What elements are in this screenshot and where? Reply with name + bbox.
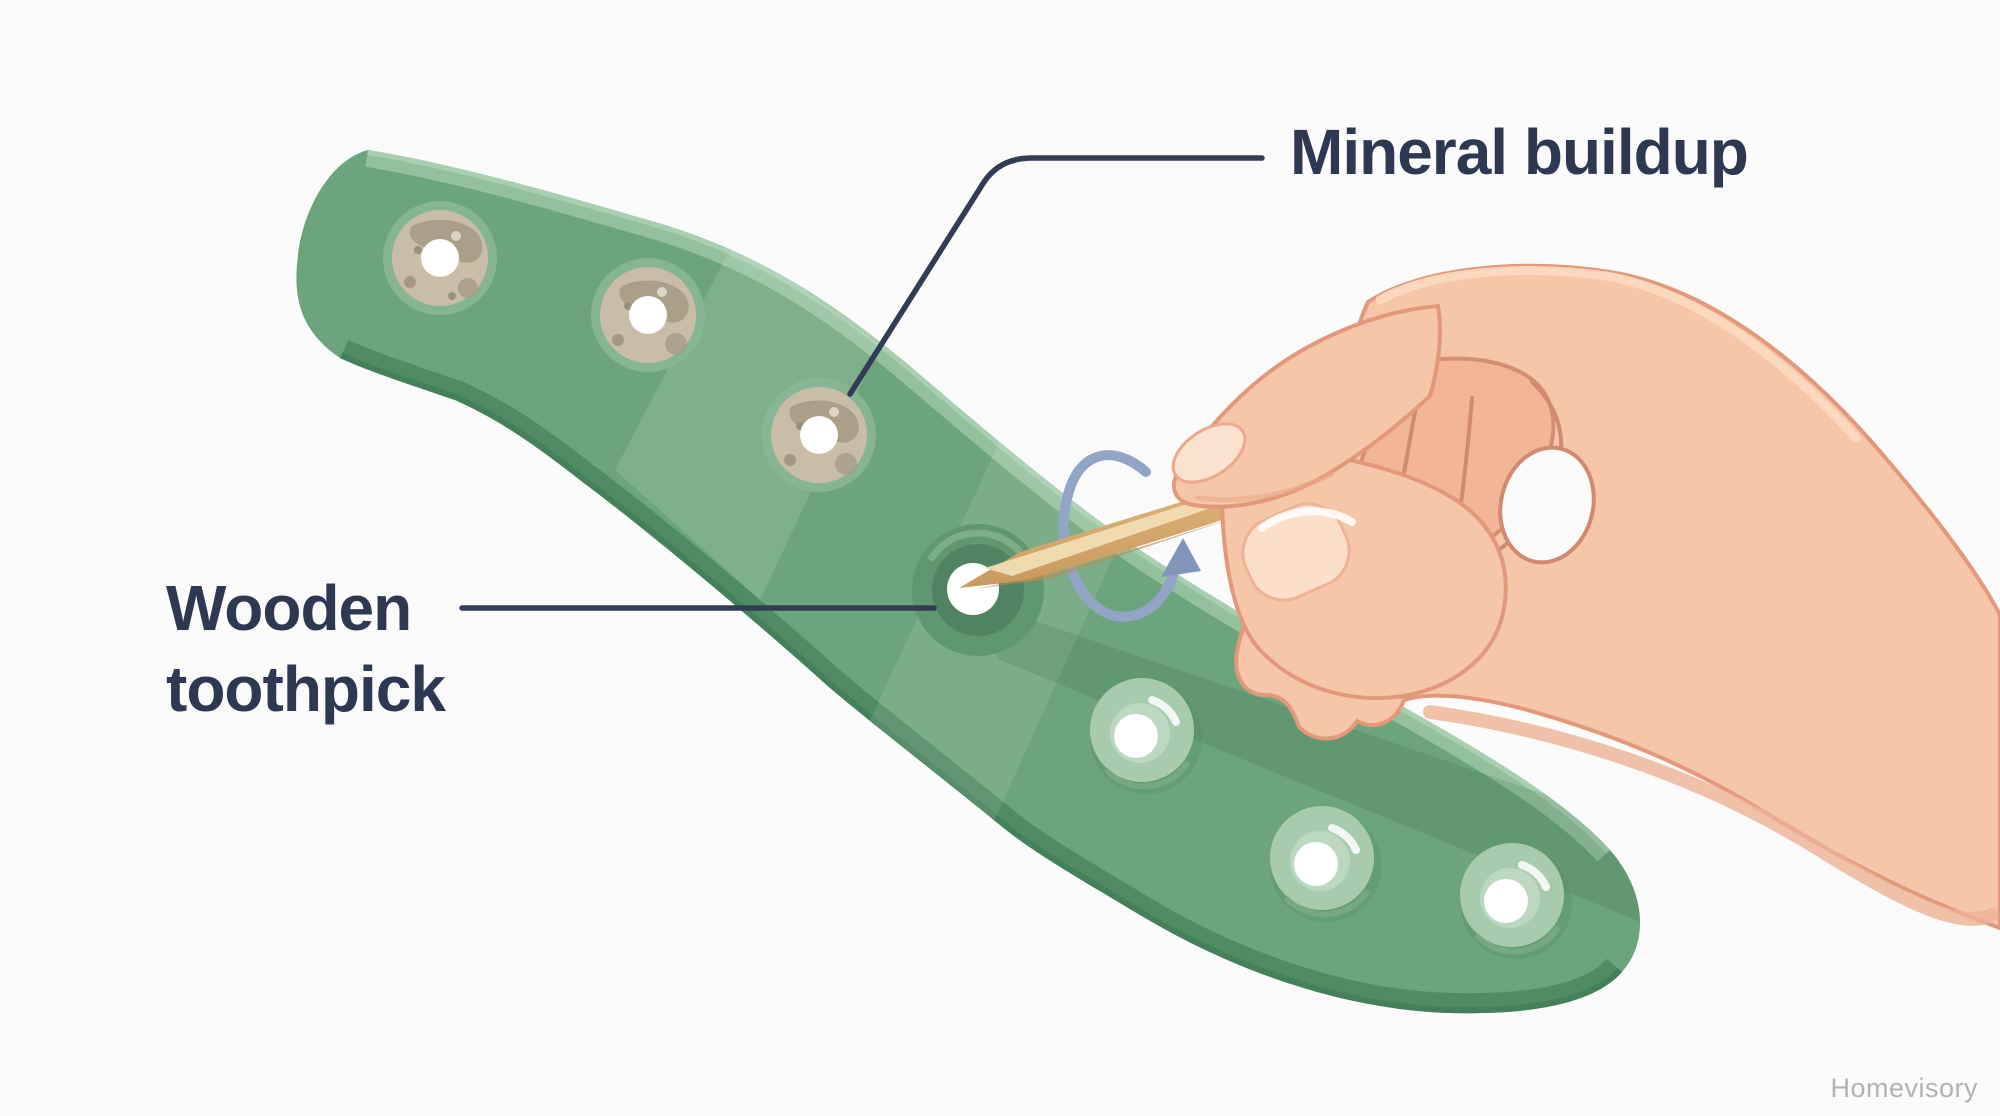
finger-gap: [1498, 445, 1596, 565]
clogged-nozzle-2: [591, 258, 705, 372]
palm-top-highlight: [1375, 266, 1861, 443]
leader-line-mineral: [847, 155, 1265, 397]
clogged-nozzle-3: [762, 378, 876, 492]
clogged-nozzle-1: [383, 201, 497, 315]
nozzle-being-cleaned: [912, 524, 1044, 656]
clean-nozzle-3: [1460, 843, 1572, 959]
thumb-nail: [1171, 422, 1247, 484]
sheen-band-1: [615, 240, 880, 600]
rotation-arrow-icon: [1058, 450, 1201, 622]
wooden-toothpick-label: Wooden toothpick: [166, 572, 446, 726]
palm-bottom-shade: [1423, 705, 1999, 926]
mineral-buildup-label: Mineral buildup: [1290, 116, 1749, 188]
index-fingernail: [1241, 502, 1351, 602]
index-finger: [1219, 445, 1508, 700]
hand: [1171, 263, 2000, 931]
watermark: Homevisory: [1830, 1073, 1978, 1103]
thumb: [1171, 303, 1442, 509]
clean-nozzle-2: [1270, 806, 1382, 922]
clean-nozzle-1: [1090, 678, 1202, 794]
spray-bar: [296, 150, 1641, 1014]
